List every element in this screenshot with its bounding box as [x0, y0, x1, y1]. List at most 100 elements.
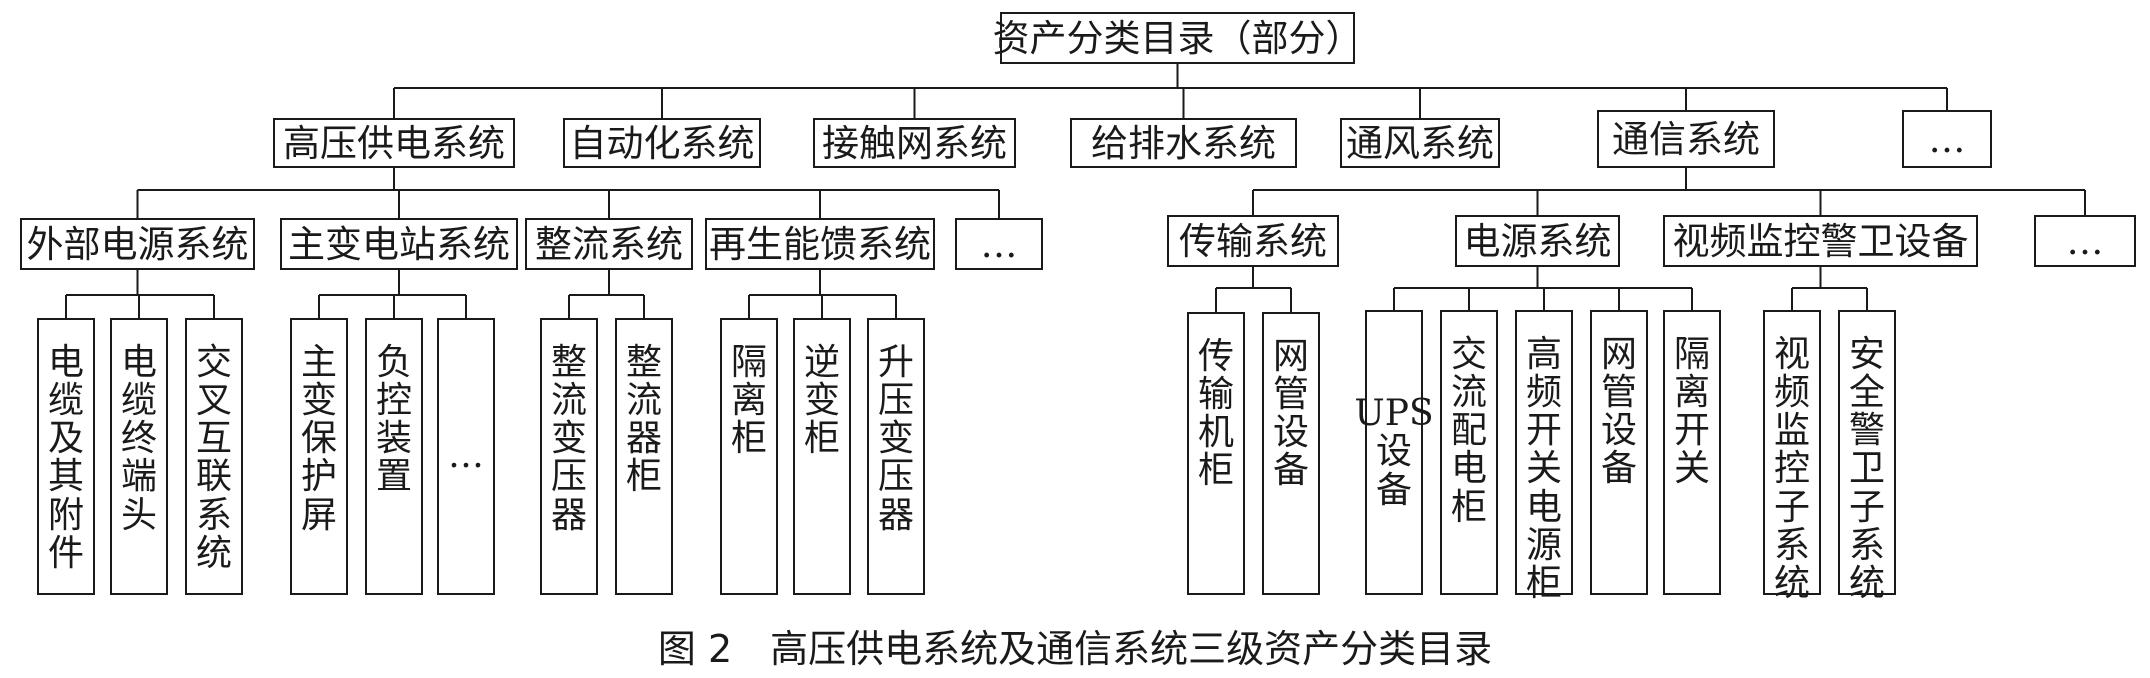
- level3-node-char: 器: [550, 494, 587, 536]
- level3-node-char: 管: [1600, 372, 1637, 414]
- level3-node-char: 安: [1848, 334, 1885, 375]
- level3-node-char: 警: [1848, 410, 1885, 452]
- level3-node: 高频开关电源柜: [1515, 310, 1573, 603]
- level3-node-char: 高: [1525, 334, 1562, 375]
- level2-node-label: 整流系统: [535, 222, 683, 266]
- level3-node-char: 监: [1773, 410, 1810, 452]
- level3-node-char: 配: [1450, 410, 1487, 452]
- level3-node: …: [437, 318, 495, 595]
- level1-node-label: 自动化系统: [569, 121, 755, 165]
- level3-node-char: 系: [1773, 524, 1810, 566]
- level1-node-label: 给排水系统: [1091, 121, 1276, 165]
- level2-node: 整流系统: [525, 218, 693, 270]
- level3-node-char: 统: [1848, 562, 1885, 604]
- level3-node-char: 管: [1272, 374, 1309, 416]
- level3-node-char: 变: [300, 380, 337, 422]
- level3-node-char: …: [448, 435, 484, 477]
- level3-node-char: 缆: [120, 380, 157, 422]
- level3-node-char: 备: [1600, 448, 1637, 490]
- level3-node-char: 端: [120, 456, 157, 498]
- level3-node-char: 子: [1773, 486, 1810, 528]
- level3-node-char: 系: [1848, 524, 1885, 566]
- level2-node: …: [2034, 215, 2136, 267]
- level2-node: …: [955, 218, 1043, 270]
- level1-node-label: 通信系统: [1612, 117, 1760, 161]
- level1-node-label: …: [1928, 117, 1966, 161]
- level3-node-char: 开: [1525, 410, 1562, 452]
- level2-node-label: 传输系统: [1179, 219, 1327, 263]
- level3-node: 网管设备: [1262, 312, 1320, 595]
- level3-node-char: 关: [1525, 448, 1562, 490]
- level2-node-label: 电源系统: [1463, 219, 1612, 263]
- level3-node-char: 屏: [300, 494, 337, 536]
- level2-node-label: 外部电源系统: [26, 222, 249, 266]
- level3-node-char: 终: [120, 418, 157, 460]
- level3-node: 逆变柜: [793, 318, 851, 595]
- level3-node-char: 电: [1450, 448, 1487, 490]
- level3-node-char: 附: [47, 494, 84, 536]
- level1-node: 通信系统: [1597, 110, 1775, 168]
- level3-node-char: 视: [1773, 334, 1810, 375]
- level3-node-char: 全: [1848, 372, 1885, 414]
- level2-node: 外部电源系统: [20, 218, 255, 270]
- level3-node-char: 互: [195, 418, 232, 460]
- level3-node-char: 离: [1673, 372, 1710, 414]
- level3-node-char: 整: [550, 342, 587, 383]
- figure-caption: 图 2 高压供电系统及通信系统三级资产分类目录: [657, 627, 1493, 671]
- root-node-label: 资产分类目录（部分）: [992, 16, 1363, 60]
- level3-node-char: 备: [1272, 450, 1309, 492]
- level3-node-char: 关: [1673, 448, 1710, 490]
- level2-node: 主变电站系统: [280, 218, 518, 270]
- level3-node-char: 变: [877, 418, 914, 460]
- level3-node-char: 负: [375, 342, 412, 383]
- level3-node-char: 控: [1773, 448, 1810, 490]
- level3-node-char: 开: [1673, 410, 1710, 452]
- level3-node: 交叉互联系统: [185, 318, 243, 595]
- level1-node: 通风系统: [1340, 118, 1500, 168]
- level3-node: 交流配电柜: [1440, 310, 1498, 595]
- level1-node: 给排水系统: [1070, 118, 1297, 168]
- level1-node: 自动化系统: [563, 118, 761, 168]
- level3-node-char: 压: [877, 380, 914, 422]
- level1-node-label: 高压供电系统: [283, 121, 505, 165]
- level3-node-char: 统: [195, 532, 232, 574]
- level1-node: 高压供电系统: [273, 118, 515, 168]
- level2-node-label: …: [980, 222, 1018, 266]
- level3-node-char: 设: [1600, 410, 1637, 452]
- level3-node: 隔离开关: [1663, 310, 1721, 595]
- level3-node-char: 叉: [195, 380, 232, 422]
- level3-node: 电缆终端头: [110, 318, 168, 595]
- level3-node-char: 交: [195, 342, 232, 383]
- level3-node-char: 流: [625, 380, 662, 422]
- level2-node-label: …: [2066, 219, 2104, 263]
- level3-node-char: UPS: [1354, 393, 1434, 435]
- level3-node-char: 件: [47, 532, 84, 574]
- level3-node-char: 压: [550, 456, 587, 498]
- level3-node-char: 柜: [730, 418, 767, 460]
- level3-node: 传输机柜: [1187, 312, 1245, 595]
- level3-node: 隔离柜: [720, 318, 778, 595]
- level2-node: 视频监控警卫设备: [1663, 215, 1978, 267]
- level3-node-char: 频: [1773, 372, 1810, 414]
- level3-node-char: 柜: [1525, 562, 1562, 604]
- level3-node-char: 电: [120, 342, 157, 383]
- level1-node-label: 接触网系统: [822, 121, 1007, 165]
- level3-node-char: 机: [1197, 412, 1234, 454]
- level3-node-char: 输: [1197, 374, 1234, 416]
- level3-node-char: 传: [1197, 336, 1234, 377]
- level3-node-char: 卫: [1848, 448, 1885, 490]
- level3-node: 视频监控子系统: [1763, 310, 1821, 603]
- level3-node: 主变保护屏: [290, 318, 348, 595]
- level3-node-char: 流: [1450, 372, 1487, 414]
- level3-node-char: 电: [47, 342, 84, 383]
- level2-node-label: 视频监控警卫设备: [1672, 219, 1969, 263]
- level1-node: 接触网系统: [813, 118, 1016, 168]
- level3-node-char: 统: [1773, 562, 1810, 604]
- level3-node-char: 器: [877, 494, 914, 536]
- level3-node-char: 变: [550, 418, 587, 460]
- level3-node-char: 变: [803, 380, 840, 422]
- level3-node: 网管设备: [1590, 310, 1648, 595]
- level3-node-char: 网: [1600, 334, 1637, 375]
- level3-node-char: 备: [1375, 469, 1412, 511]
